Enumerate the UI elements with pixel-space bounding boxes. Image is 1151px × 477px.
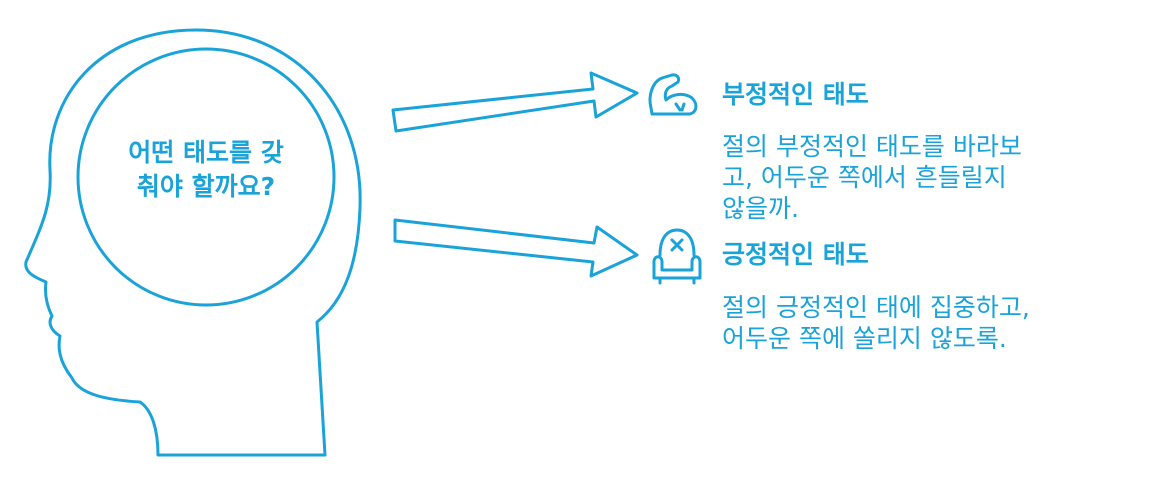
question-text: 어떤 태도를 갖 춰야 할까요? — [82, 136, 330, 204]
arrow-lower — [393, 218, 639, 278]
head-outline — [24, 28, 362, 457]
description-line: 고, 어두운 쪽에서 흔들릴지 — [722, 163, 1007, 192]
description-line: 절의 긍정적인 태에 집중하고, — [722, 293, 1030, 322]
description-line: 않을까. — [722, 194, 799, 223]
armchair-icon — [652, 228, 702, 285]
positive-attitude-description: 절의 긍정적인 태에 집중하고, 어두운 쪽에 쏠리지 않도록. — [722, 292, 1030, 354]
thought-circle — [76, 47, 336, 307]
arrow-upper — [391, 71, 639, 133]
flexed-arm-icon — [648, 73, 698, 116]
question-line-1: 어떤 태도를 갖 — [128, 138, 284, 167]
positive-attitude-title: 긍정적인 태도 — [722, 240, 869, 269]
description-line: 절의 부정적인 태도를 바라보 — [722, 132, 1022, 161]
description-line: 어두운 쪽에 쏠리지 않도록. — [722, 324, 1007, 353]
negative-attitude-description: 절의 부정적인 태도를 바라보 고, 어두운 쪽에서 흔들릴지 않을까. — [722, 131, 1022, 224]
negative-attitude-title: 부정적인 태도 — [722, 80, 869, 109]
question-line-2: 춰야 할까요? — [136, 172, 276, 201]
